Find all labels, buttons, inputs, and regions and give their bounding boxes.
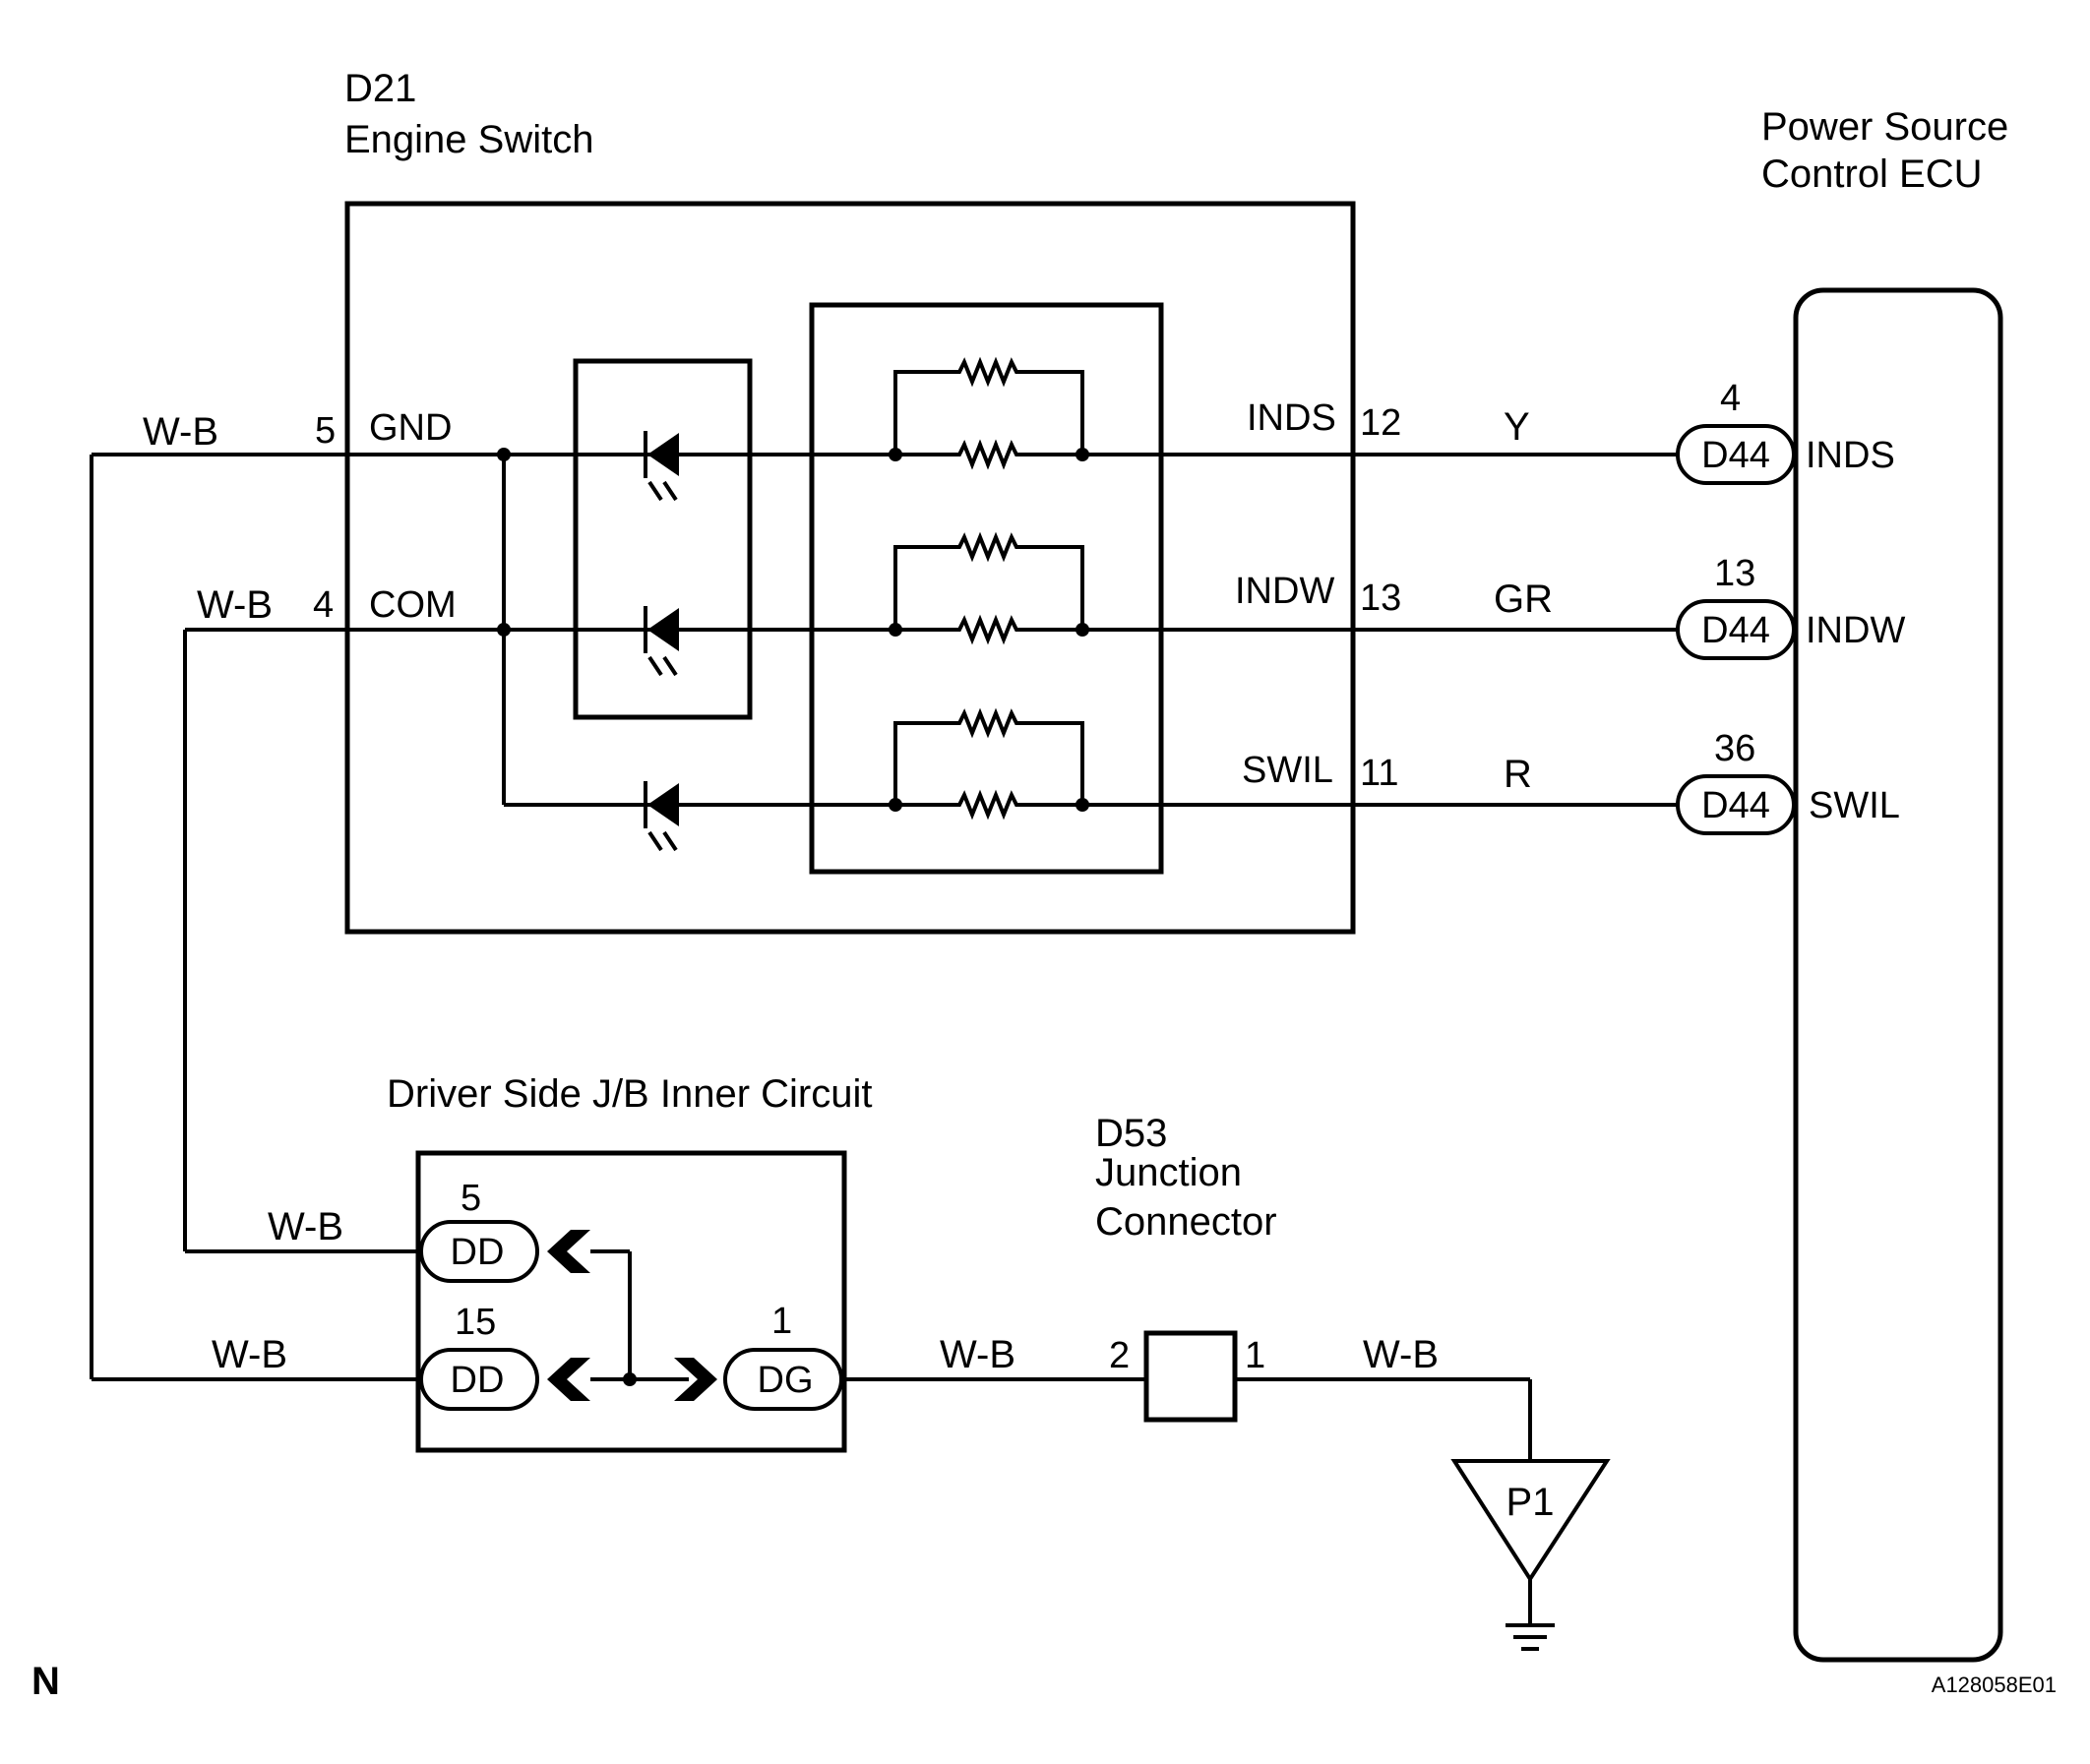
resistor-block — [809, 302, 1164, 875]
ground-wires: W-B W-B W-B W-B — [90, 410, 418, 1381]
junction-name-line1: Junction — [1095, 1151, 1242, 1194]
ecu-pin-36: 36 — [1714, 728, 1755, 769]
wire-r-label: R — [1504, 753, 1532, 796]
wire-ground-label: W-B — [1363, 1333, 1439, 1376]
ecu-connector-d44-swil-label: D44 — [1701, 785, 1770, 826]
led-diodes — [644, 431, 679, 852]
resistor-pair-indw — [889, 531, 1089, 645]
led-indw — [644, 606, 679, 677]
power-source-ecu: Power Source Control ECU 4 D44 INDS 13 D… — [1676, 105, 2008, 1663]
ecu-connector-d44-inds-label: D44 — [1701, 435, 1770, 476]
engine-switch-connector-label: D21 — [344, 67, 416, 110]
jb-title: Driver Side J/B Inner Circuit — [387, 1072, 872, 1116]
led-swil — [644, 781, 679, 852]
jb-connector-dg1 — [723, 1348, 843, 1411]
ecu-terminal-inds: INDS — [1806, 435, 1895, 476]
junction-box — [1143, 1330, 1238, 1423]
ground-label: P1 — [1506, 1481, 1555, 1524]
ecu-name-line2: Control ECU — [1761, 152, 1983, 196]
junction-pin-right: 1 — [1245, 1335, 1265, 1376]
figure-id: A128058E01 — [1932, 1673, 2057, 1697]
footer-left: N — [31, 1660, 60, 1703]
junction-connector: D53 Junction Connector W-B 2 1 W-B — [844, 1112, 1532, 1461]
ecu-pin-4: 4 — [1720, 378, 1741, 419]
jb-pin-15: 15 — [455, 1302, 496, 1343]
ground-triangle — [1450, 1459, 1611, 1583]
led-inds — [644, 431, 679, 502]
jb-arrow-dd5 — [547, 1230, 590, 1273]
engine-switch-internal-wiring — [92, 448, 1678, 807]
ecu-outline — [1793, 287, 2003, 1663]
pin-5-name: GND — [369, 407, 452, 449]
engine-switch-outline — [344, 201, 1356, 935]
ecu-terminal-indw: INDW — [1806, 610, 1905, 651]
output-swil-pin: 11 — [1360, 753, 1398, 794]
jb-pin-1: 1 — [771, 1301, 792, 1342]
wire-com-label: W-B — [197, 583, 273, 627]
output-inds-name: INDS — [1247, 397, 1336, 439]
ecu-pin-13: 13 — [1714, 553, 1755, 594]
ground-point: P1 — [1450, 1459, 1611, 1651]
led-block — [573, 358, 753, 720]
pin-4-number: 4 — [313, 584, 334, 626]
wire-gr-label: GR — [1494, 578, 1553, 621]
junction-pin-left: 2 — [1109, 1335, 1130, 1376]
jb-arrow-dd15 — [547, 1358, 590, 1401]
wire-y-label: Y — [1504, 405, 1530, 449]
junction-name-line2: Connector — [1095, 1200, 1277, 1244]
output-indw-pin: 13 — [1360, 578, 1401, 619]
wire-dg-label: W-B — [940, 1333, 1015, 1376]
output-inds-pin: 12 — [1360, 402, 1401, 444]
ecu-connector-d44-indw — [1676, 599, 1796, 660]
jb-connector-dd5-label: DD — [451, 1232, 505, 1273]
pin-5-number: 5 — [315, 410, 336, 452]
engine-switch: D21 Engine Switch 5 GND 4 COM INDS 12 IN… — [313, 67, 1401, 935]
jb-connector-dd15-label: DD — [451, 1360, 505, 1401]
jb-connector-dd15 — [419, 1348, 539, 1411]
wire-dd15-label: W-B — [212, 1333, 287, 1376]
jb-connector-dd5 — [419, 1220, 539, 1283]
wire-dd5-label: W-B — [268, 1205, 343, 1248]
driver-side-jb: Driver Side J/B Inner Circuit 5 DD 15 DD… — [387, 1072, 872, 1453]
ecu-connector-d44-swil — [1676, 774, 1796, 835]
wire-gnd-label: W-B — [143, 410, 218, 454]
resistor-pair-swil — [889, 707, 1089, 821]
ecu-connector-d44-indw-label: D44 — [1701, 610, 1770, 651]
output-indw-name: INDW — [1235, 571, 1334, 612]
output-wire-labels: Y GR R — [1494, 405, 1553, 796]
junction-connector-label: D53 — [1095, 1112, 1167, 1155]
ecu-connector-d44-inds — [1676, 424, 1796, 485]
ecu-name-line1: Power Source — [1761, 105, 2008, 149]
jb-pin-5: 5 — [461, 1178, 481, 1219]
ecu-terminal-swil: SWIL — [1809, 785, 1900, 826]
output-swil-name: SWIL — [1242, 750, 1333, 791]
jb-connector-dg1-label: DG — [758, 1360, 814, 1401]
resistor-pairs — [889, 356, 1089, 821]
jb-arrow-dg1 — [674, 1358, 717, 1401]
jb-outline — [415, 1150, 847, 1453]
engine-switch-name: Engine Switch — [344, 118, 593, 161]
pin-4-name: COM — [369, 584, 457, 626]
